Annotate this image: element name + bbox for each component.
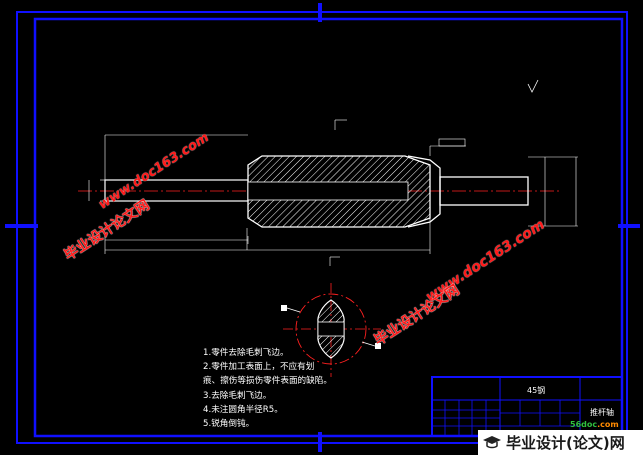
technical-notes: 1.零件去除毛刺飞边。 2.零件加工表面上，不应有划 痕、擦伤等损伤零件表面的缺… xyxy=(203,346,332,431)
right-shaft xyxy=(439,176,529,206)
roughness-symbol xyxy=(527,79,539,93)
note-5: 5.锐角倒钝。 xyxy=(203,418,255,429)
brand-name: 毕业设计(论文)网 xyxy=(506,434,625,452)
note-1: 1.零件去除毛刺飞边。 xyxy=(203,348,289,358)
note-2-cont: 痕、擦伤等损伤零件表面的缺陷。 xyxy=(203,376,332,387)
material-label: 45钢 xyxy=(527,386,546,395)
note-4: 4.未注圆角半径R5。 xyxy=(203,404,283,415)
hatched-body xyxy=(247,155,431,228)
tolerance-frame xyxy=(438,138,466,147)
brand-url: 56doc.com xyxy=(570,420,619,429)
cross-section-view xyxy=(281,283,381,377)
note-3: 3.去除毛刺飞边。 xyxy=(203,390,272,401)
graduation-cap-icon xyxy=(483,435,501,448)
brand-badge: 毕业设计(论文)网 xyxy=(478,430,643,455)
note-2: 2.零件加工表面上，不应有划 xyxy=(203,362,315,373)
part-name-label: 推杆轴 xyxy=(590,408,614,417)
